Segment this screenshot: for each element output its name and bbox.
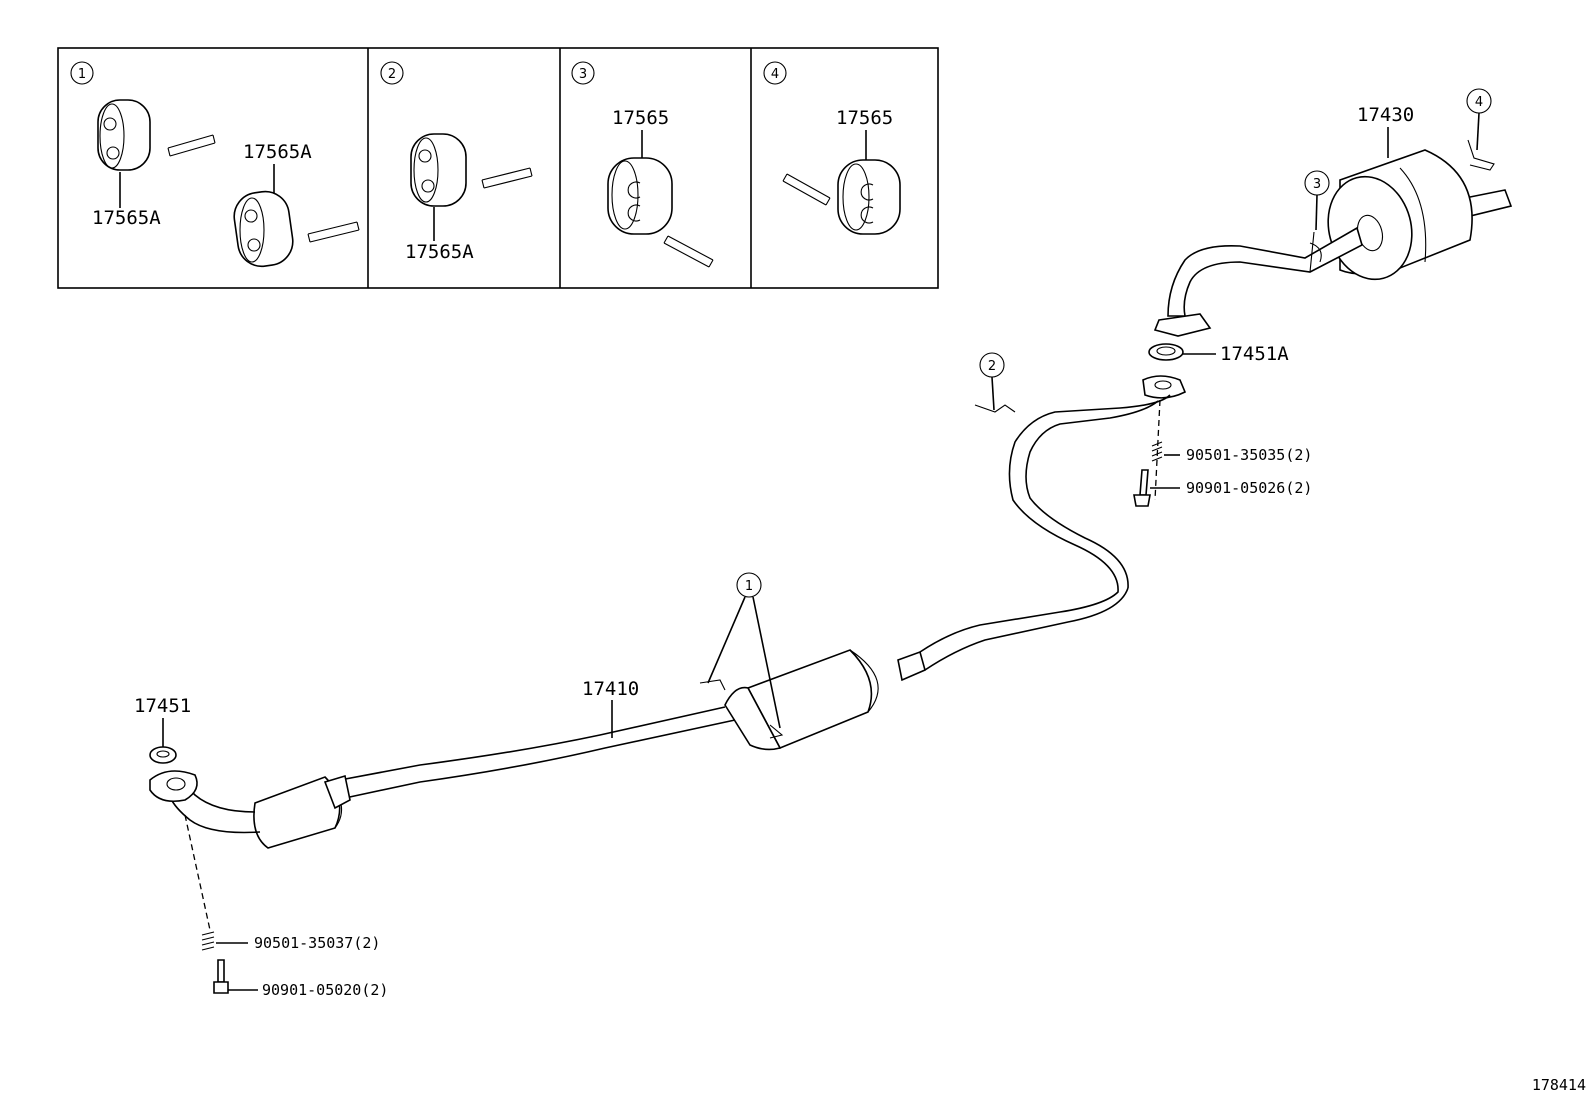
detail-panel-2: 2 17565A — [380, 61, 533, 263]
hanger-rubber-icon — [97, 99, 151, 171]
bolt-rear-icon — [1133, 469, 1151, 507]
part-label-90901-05020: 90901-05020(2) — [262, 981, 388, 999]
part-label-90501-35037: 90501-35037(2) — [254, 934, 380, 952]
bolt-front-icon — [213, 959, 229, 994]
part-label-17410: 17410 — [582, 678, 639, 700]
callout-hanger-4: 4 — [1466, 88, 1492, 151]
part-label-17451: 17451 — [134, 695, 191, 717]
svg-text:1: 1 — [745, 579, 753, 594]
part-label: 17565 — [836, 107, 893, 129]
callout-hanger-1: 1 — [707, 572, 781, 729]
part-label-90901-05026: 90901-05026(2) — [1186, 479, 1312, 497]
part-label-17430: 17430 — [1357, 104, 1414, 126]
panel-1-number: 1 — [78, 67, 86, 82]
tail-pipe-assembly — [1153, 139, 1513, 337]
spring-rear-icon — [1151, 441, 1163, 462]
hanger-rubber-icon — [410, 133, 467, 207]
svg-text:4: 4 — [1475, 95, 1483, 110]
part-label: 17565 — [612, 107, 669, 129]
part-label: 17565A — [243, 141, 312, 163]
gasket-front — [149, 746, 177, 764]
detail-panel-4: 4 17565 — [763, 61, 901, 235]
panel-2-number: 2 — [388, 67, 396, 82]
callout-hanger-2: 2 — [979, 352, 1005, 411]
hanger-rubber-icon — [837, 159, 901, 235]
svg-text:2: 2 — [988, 359, 996, 374]
panel-4-number: 4 — [771, 67, 779, 82]
part-label-90501-35035: 90501-35035(2) — [1186, 446, 1312, 464]
detail-panels: 1 17565A 17565A 2 — [57, 47, 939, 289]
svg-text:3: 3 — [1313, 177, 1321, 192]
gasket-rear — [1148, 343, 1184, 361]
center-pipe-assembly — [149, 375, 1187, 849]
part-label: 17565A — [405, 241, 474, 263]
panel-3-number: 3 — [579, 67, 587, 82]
hanger-rubber-icon — [607, 157, 673, 235]
part-label-17451A: 17451A — [1220, 343, 1289, 365]
detail-panel-1: 1 17565A 17565A — [70, 61, 360, 268]
spring-front-icon — [201, 931, 215, 951]
detail-panel-3: 3 17565 — [571, 61, 714, 268]
hanger-rubber-icon — [233, 190, 294, 268]
figure-id: 178414 — [1532, 1076, 1586, 1094]
part-label: 17565A — [92, 207, 161, 229]
callout-hanger-3: 3 — [1304, 170, 1330, 231]
